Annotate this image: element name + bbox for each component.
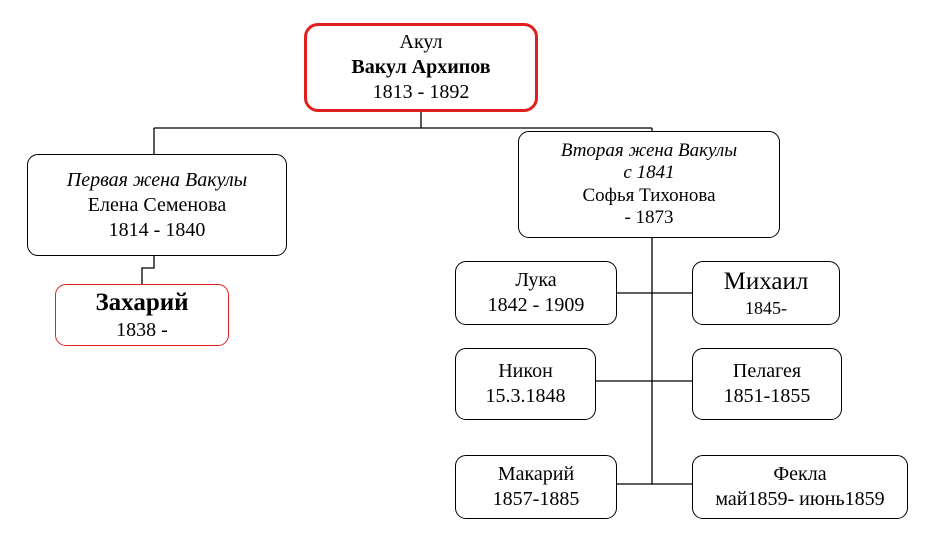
person-box-pelageya: Пелагея 1851-1855 [692, 348, 842, 420]
mikhail-years: 1845- [745, 298, 787, 319]
person-box-fekla: Фекла май1859- июнь1859 [692, 455, 908, 519]
mikhail-name: Михаил [723, 268, 809, 296]
pelageya-years: 1851-1855 [723, 385, 811, 407]
luka-years: 1842 - 1909 [487, 294, 585, 316]
connector-wife2-trunk [651, 238, 692, 485]
person-box-makary: Макарий 1857-1885 [455, 455, 617, 519]
person-box-zakhary: Захарий 1838 - [55, 284, 229, 346]
wife2-label-year: с 1841 [623, 162, 675, 184]
person-box-luka: Лука 1842 - 1909 [455, 261, 617, 325]
root-years: 1813 - 1892 [372, 81, 470, 103]
person-box-mikhail: Михаил 1845- [692, 261, 840, 325]
nikon-name: Никон [498, 360, 553, 382]
makary-years: 1857-1885 [492, 488, 580, 510]
root-name: Вакул Архипов [351, 56, 491, 78]
nikon-years: 15.3.1848 [485, 385, 566, 407]
wife2-years: - 1873 [624, 206, 674, 228]
fekla-name: Фекла [773, 463, 827, 485]
connector-root-to-wives [153, 112, 653, 154]
fekla-years: май1859- июнь1859 [715, 488, 885, 510]
pelageya-name: Пелагея [732, 360, 802, 382]
zakhary-years: 1838 - [116, 319, 168, 342]
wife1-label: Первая жена Вакулы [66, 168, 248, 191]
person-box-nikon: Никон 15.3.1848 [455, 348, 596, 420]
wife2-label: Вторая жена Вакулы [560, 139, 738, 161]
person-box-wife2: Вторая жена Вакулы с 1841 Софья Тихонова… [518, 131, 780, 238]
luka-name: Лука [515, 269, 557, 291]
root-nickname: Акул [399, 31, 443, 53]
connector-wife1-to-zakhary [141, 256, 155, 284]
person-box-root: Акул Вакул Архипов 1813 - 1892 [304, 23, 538, 112]
makary-name: Макарий [497, 463, 575, 485]
wife1-name: Елена Семенова [87, 193, 227, 216]
wife2-name: Софья Тихонова [582, 184, 716, 206]
zakhary-name: Захарий [95, 288, 189, 316]
wife1-years: 1814 - 1840 [108, 218, 206, 241]
person-box-wife1: Первая жена Вакулы Елена Семенова 1814 -… [27, 154, 287, 256]
